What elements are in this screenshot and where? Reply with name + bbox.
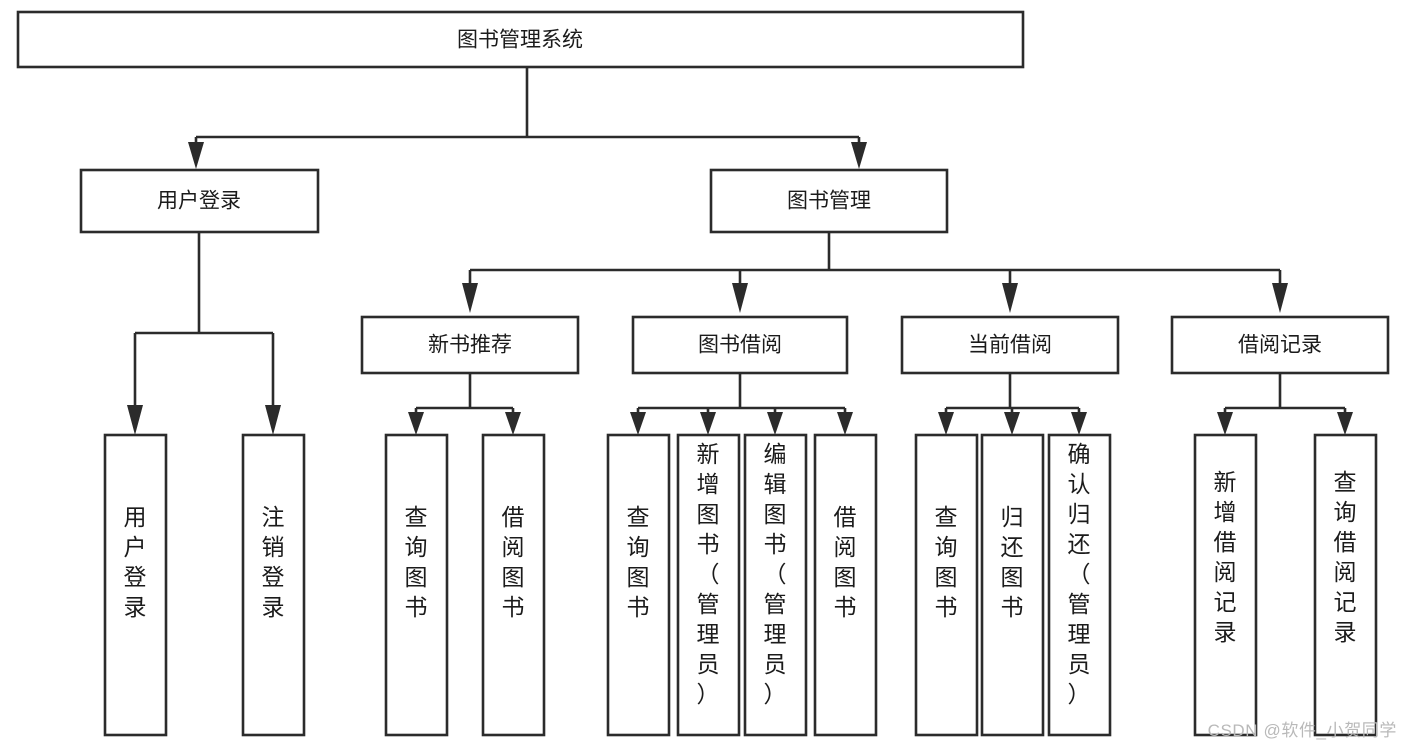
- leaf-borrow-book-1-box: [481, 433, 546, 737]
- leaf-node-borrow-book-2[interactable]: 借阅图书: [813, 433, 878, 737]
- arrow-to-book-borrow: [732, 283, 748, 313]
- leaf-node-query-record[interactable]: 查询借阅记录: [1313, 433, 1378, 737]
- node-borrow-record[interactable]: 借阅记录: [1170, 315, 1390, 375]
- leaf-edit-book-label: 编辑图书（管理员）: [764, 441, 787, 707]
- leaf-confirm-return-box: [1047, 433, 1112, 737]
- arrow-to-book-management: [851, 142, 867, 169]
- node-book-management[interactable]: 图书管理: [709, 168, 949, 234]
- connector-user-login-to-leaves: [127, 232, 281, 435]
- arrow-to-leaf-query-book-1: [408, 412, 424, 435]
- leaf-return-book-box: [980, 433, 1045, 737]
- connector-book-management-to-level3: [462, 232, 1288, 313]
- leaf-node-add-book[interactable]: 新增图书（管理员）: [676, 433, 741, 737]
- leaf-logout-box: [241, 433, 306, 737]
- new-book-recommend-box: [360, 315, 580, 375]
- leaf-return-book-label: 归还图书: [1001, 504, 1024, 620]
- leaf-borrow-book-1-label: 借阅图书: [502, 504, 525, 620]
- book-management-label: 图书管理: [787, 190, 871, 213]
- connector-root-to-level2: [188, 67, 867, 169]
- arrow-to-leaf-logout: [265, 405, 281, 435]
- new-book-recommend-label: 新书推荐: [428, 334, 512, 357]
- arrow-to-leaf-query-record: [1337, 412, 1353, 435]
- leaf-node-add-record[interactable]: 新增借阅记录: [1193, 433, 1258, 737]
- leaf-node-logout[interactable]: 注销登录: [241, 433, 306, 737]
- borrow-record-label: 借阅记录: [1238, 334, 1322, 357]
- current-borrow-box: [900, 315, 1120, 375]
- leaf-add-book-box: [676, 433, 741, 737]
- leaf-user-login-box: [103, 433, 168, 737]
- arrow-to-leaf-edit-book: [767, 412, 783, 435]
- leaf-node-query-book-3[interactable]: 查询图书: [914, 433, 979, 737]
- leaf-query-book-3-box: [914, 433, 979, 737]
- arrow-to-leaf-query-book-3: [938, 412, 954, 435]
- leaf-query-book-2-label: 查询图书: [627, 504, 650, 620]
- node-current-borrow[interactable]: 当前借阅: [900, 315, 1120, 375]
- leaf-add-record-box: [1193, 433, 1258, 737]
- arrow-to-new-book-recommend: [462, 283, 478, 313]
- connector-current-borrow-to-leaves: [938, 373, 1087, 435]
- arrow-to-leaf-add-record: [1217, 412, 1233, 435]
- leaf-query-book-1-label: 查询图书: [405, 504, 428, 620]
- leaf-query-record-box: [1313, 433, 1378, 737]
- csdn-watermark: CSDN @软件_小贺同学: [1207, 721, 1397, 740]
- connector-new-book-recommend-to-leaves: [408, 373, 521, 435]
- leaf-query-record-label: 查询借阅记录: [1334, 469, 1357, 645]
- user-login-label: 用户登录: [157, 190, 241, 213]
- arrow-to-leaf-user-login: [127, 405, 143, 435]
- book-borrow-label: 图书借阅: [698, 334, 782, 357]
- leaf-user-login-label: 用户登录: [124, 504, 147, 620]
- connector-borrow-record-to-leaves: [1217, 373, 1353, 435]
- arrow-to-user-login: [188, 142, 204, 169]
- user-login-box: [79, 168, 320, 234]
- arrow-to-current-borrow: [1002, 283, 1018, 313]
- leaf-node-confirm-return[interactable]: 确认归还（管理员）: [1047, 433, 1112, 737]
- leaf-node-user-login[interactable]: 用户登录: [103, 433, 168, 737]
- leaf-borrow-book-2-box: [813, 433, 878, 737]
- leaf-node-query-book-2[interactable]: 查询图书: [606, 433, 671, 737]
- node-new-book-recommend[interactable]: 新书推荐: [360, 315, 580, 375]
- arrow-to-borrow-record: [1272, 283, 1288, 313]
- arrow-to-leaf-borrow-book-2: [837, 412, 853, 435]
- leaf-query-book-3-label: 查询图书: [935, 504, 958, 620]
- root-label: 图书管理系统: [457, 29, 583, 52]
- leaf-confirm-return-label: 确认归还（管理员）: [1068, 441, 1091, 707]
- root-box: [16, 10, 1025, 69]
- arrow-to-leaf-borrow-book-1: [505, 412, 521, 435]
- leaf-add-book-label: 新增图书（管理员）: [697, 441, 720, 707]
- arrow-to-leaf-add-book: [700, 412, 716, 435]
- leaf-node-borrow-book-1[interactable]: 借阅图书: [481, 433, 546, 737]
- leaf-add-record-label: 新增借阅记录: [1214, 469, 1237, 645]
- leaf-borrow-book-2-label: 借阅图书: [834, 504, 857, 620]
- leaf-node-return-book[interactable]: 归还图书: [980, 433, 1045, 737]
- leaf-logout-label: 注销登录: [262, 504, 285, 620]
- arrow-to-leaf-confirm-return: [1071, 412, 1087, 435]
- leaf-edit-book-box: [743, 433, 808, 737]
- current-borrow-label: 当前借阅: [968, 334, 1052, 357]
- leaf-node-query-book-1[interactable]: 查询图书: [384, 433, 449, 737]
- connector-book-borrow-to-leaves: [630, 373, 853, 435]
- arrow-to-leaf-query-book-2: [630, 412, 646, 435]
- arrow-to-leaf-return-book: [1004, 412, 1020, 435]
- node-book-borrow[interactable]: 图书借阅: [631, 315, 849, 375]
- node-root[interactable]: 图书管理系统: [16, 10, 1025, 69]
- leaf-node-edit-book[interactable]: 编辑图书（管理员）: [743, 433, 808, 737]
- node-user-login[interactable]: 用户登录: [79, 168, 320, 234]
- leaf-query-book-1-box: [384, 433, 449, 737]
- leaf-query-book-2-box: [606, 433, 671, 737]
